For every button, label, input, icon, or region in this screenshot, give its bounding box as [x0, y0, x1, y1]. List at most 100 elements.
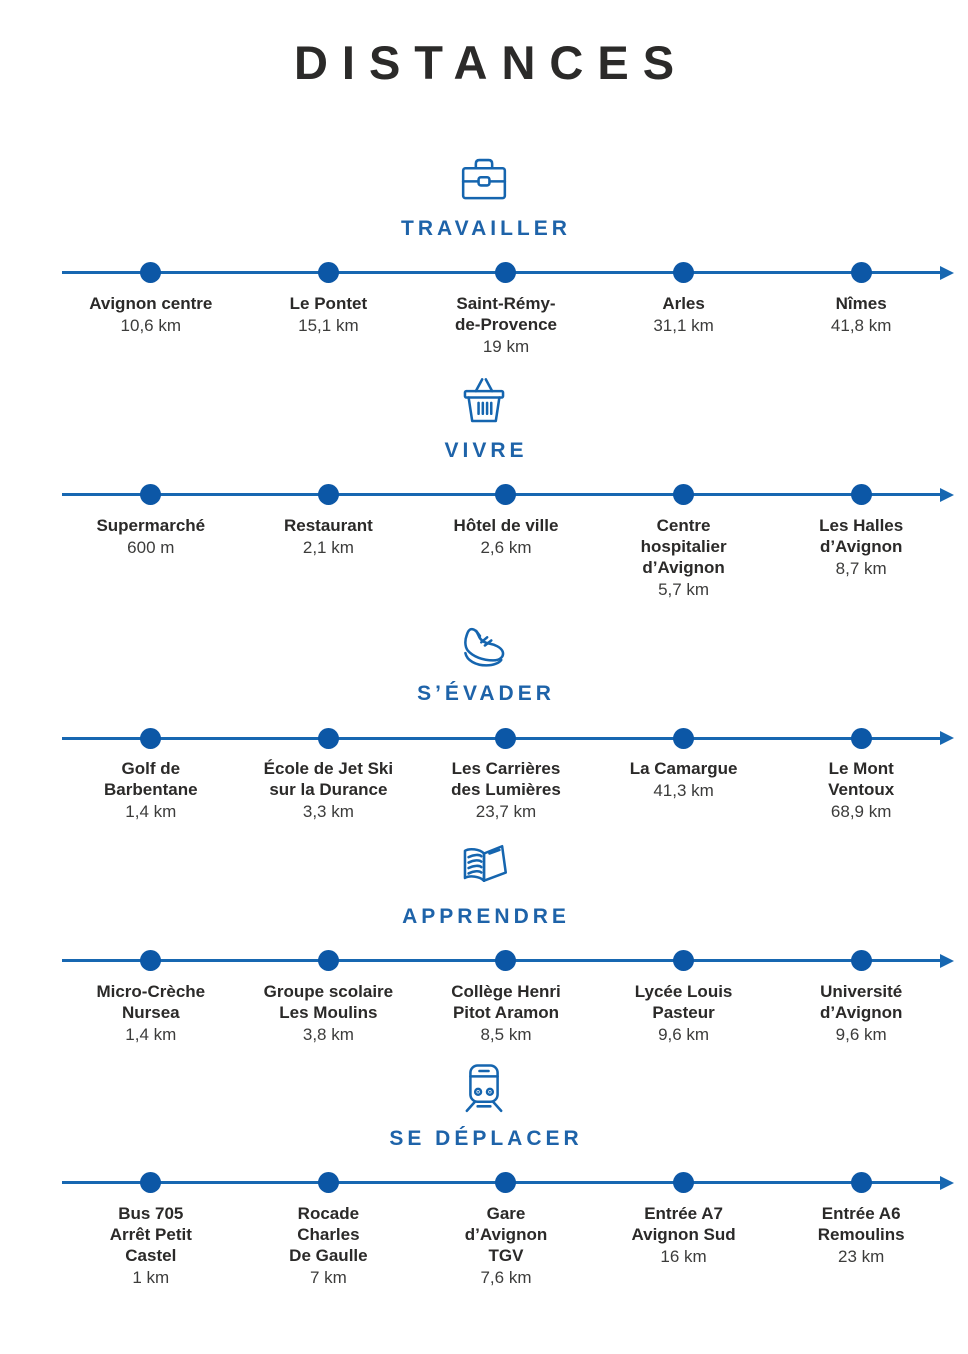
list-item: Micro-Crèche Nursea 1,4 km — [62, 981, 240, 1045]
list-item: Collège Henri Pitot Aramon 8,5 km — [417, 981, 595, 1045]
timeline-dot — [317, 1172, 339, 1194]
section-title-sevader: S’ÉVADER — [417, 682, 555, 706]
list-item: Hôtel de ville 2,6 km — [417, 515, 595, 558]
place-name: Les Halles d’Avignon — [819, 515, 904, 557]
place-distance: 3,8 km — [302, 1024, 354, 1044]
place-distance: 600 m — [127, 538, 175, 558]
timeline-dots — [62, 726, 950, 750]
section-apprendre: APPRENDRE Micro-Crèche Nursea 1,4 km Gro… — [0, 839, 968, 1045]
place-name: Bus 705 Arrêt Petit Castel — [109, 1203, 192, 1265]
place-distance: 3,3 km — [302, 802, 354, 822]
sneaker-icon — [0, 616, 968, 674]
place-distance: 9,6 km — [658, 1024, 710, 1044]
place-distance: 19 km — [482, 336, 530, 356]
items-apprendre: Micro-Crèche Nursea 1,4 km Groupe scolai… — [62, 981, 950, 1045]
timeline-dot — [495, 727, 517, 749]
timeline-dot — [850, 950, 872, 972]
timeline-dot — [850, 1172, 872, 1194]
place-name: Supermarché — [96, 515, 206, 535]
timeline-dot — [850, 262, 872, 284]
place-name: Groupe scolaire Les Moulins — [263, 981, 394, 1022]
list-item: Nîmes 41,8 km — [772, 293, 950, 336]
timeline-dot — [673, 484, 695, 506]
shopping-basket-icon — [0, 373, 968, 431]
place-distance: 1 km — [132, 1268, 170, 1287]
section-title-se-deplacer: SE DÉPLACER — [389, 1126, 583, 1150]
place-distance: 41,8 km — [830, 315, 892, 335]
section-sevader: S’ÉVADER Golf de Barbentane 1,4 km École… — [0, 616, 968, 822]
arrow-right-icon — [940, 265, 954, 280]
place-name: Lycée Louis Pasteur — [634, 981, 733, 1022]
items-travailler: Avignon centre 10,6 km Le Pontet 15,1 km… — [62, 293, 950, 357]
place-name: Nîmes — [835, 293, 887, 313]
timeline-dot — [140, 262, 162, 284]
timeline-dot — [140, 950, 162, 972]
place-distance: 8,5 km — [480, 1024, 532, 1044]
timeline-travailler — [62, 261, 954, 285]
arrow-right-icon — [940, 487, 954, 502]
place-name: Micro-Crèche Nursea — [96, 981, 206, 1022]
place-distance: 16 km — [660, 1246, 707, 1266]
timeline-dot — [673, 1172, 695, 1194]
section-title-apprendre: APPRENDRE — [402, 904, 570, 928]
place-name: Le Pontet — [289, 293, 368, 313]
timeline-dot — [673, 262, 695, 284]
open-book-icon — [0, 839, 968, 897]
list-item: Entrée A6 Remoulins 23 km — [772, 1203, 950, 1267]
place-distance: 1,4 km — [125, 1024, 177, 1044]
list-item: Gare d’Avignon TGV 7,6 km — [417, 1203, 595, 1288]
place-distance: 2,6 km — [480, 538, 532, 558]
items-sevader: Golf de Barbentane 1,4 km École de Jet S… — [62, 758, 950, 822]
place-name: Le Mont Ventoux — [828, 759, 895, 800]
timeline-dot — [317, 950, 339, 972]
distances-page: DISTANCES TRAVAILLER Avign — [0, 36, 968, 1288]
place-name: Les Carrières des Lumières — [451, 759, 561, 800]
place-name: Centre hospitalier d’Avignon — [640, 515, 727, 578]
place-distance: 9,6 km — [835, 1024, 887, 1044]
arrow-right-icon — [940, 1175, 954, 1190]
place-distance: 1,4 km — [125, 802, 177, 822]
place-name: Restaurant — [283, 515, 373, 535]
timeline-dots — [62, 1171, 950, 1195]
list-item: Entrée A7 Avignon Sud 16 km — [595, 1203, 773, 1267]
place-distance: 31,1 km — [653, 315, 714, 335]
list-item: Restaurant 2,1 km — [240, 515, 418, 558]
timeline-dots — [62, 483, 950, 507]
place-distance: 7 km — [309, 1268, 347, 1287]
place-distance: 8,7 km — [835, 559, 887, 579]
list-item: Avignon centre 10,6 km — [62, 293, 240, 336]
timeline-dots — [62, 949, 950, 973]
timeline-sevader — [62, 726, 954, 750]
timeline-dot — [317, 484, 339, 506]
place-name: Rocade Charles De Gaulle — [289, 1203, 368, 1265]
timeline-dot — [673, 727, 695, 749]
arrow-right-icon — [940, 953, 954, 968]
items-vivre: Supermarché 600 m Restaurant 2,1 km Hôte… — [62, 515, 950, 600]
place-distance: 10,6 km — [120, 315, 182, 335]
list-item: Université d’Avignon 9,6 km — [772, 981, 950, 1045]
list-item: Golf de Barbentane 1,4 km — [62, 758, 240, 822]
place-name: Entrée A6 Remoulins — [817, 1203, 905, 1244]
section-travailler: TRAVAILLER Avignon centre 10,6 km Le Pon… — [0, 151, 968, 357]
section-title-travailler: TRAVAILLER — [401, 216, 571, 240]
list-item: École de Jet Ski sur la Durance 3,3 km — [240, 758, 418, 822]
place-distance: 5,7 km — [658, 580, 710, 600]
timeline-dot — [317, 727, 339, 749]
place-name: Collège Henri Pitot Aramon — [451, 981, 561, 1022]
place-name: Université d’Avignon — [819, 981, 903, 1022]
list-item: La Camargue 41,3 km — [595, 758, 773, 801]
timeline-dot — [140, 727, 162, 749]
timeline-apprendre — [62, 949, 954, 973]
list-item: Lycée Louis Pasteur 9,6 km — [595, 981, 773, 1045]
timeline-dot — [850, 727, 872, 749]
train-icon — [0, 1061, 968, 1119]
section-vivre: VIVRE Supermarché 600 m Restaurant 2,1 k… — [0, 373, 968, 600]
timeline-dot — [140, 484, 162, 506]
place-name: Saint-Rémy- de-Provence — [454, 293, 557, 334]
list-item: Les Halles d’Avignon 8,7 km — [772, 515, 950, 579]
place-name: La Camargue — [629, 759, 738, 779]
items-se-deplacer: Bus 705 Arrêt Petit Castel 1 km Rocade C… — [62, 1203, 950, 1288]
place-distance: 2,1 km — [302, 538, 354, 558]
list-item: Rocade Charles De Gaulle 7 km — [240, 1203, 418, 1288]
place-name: Avignon centre — [89, 293, 213, 313]
